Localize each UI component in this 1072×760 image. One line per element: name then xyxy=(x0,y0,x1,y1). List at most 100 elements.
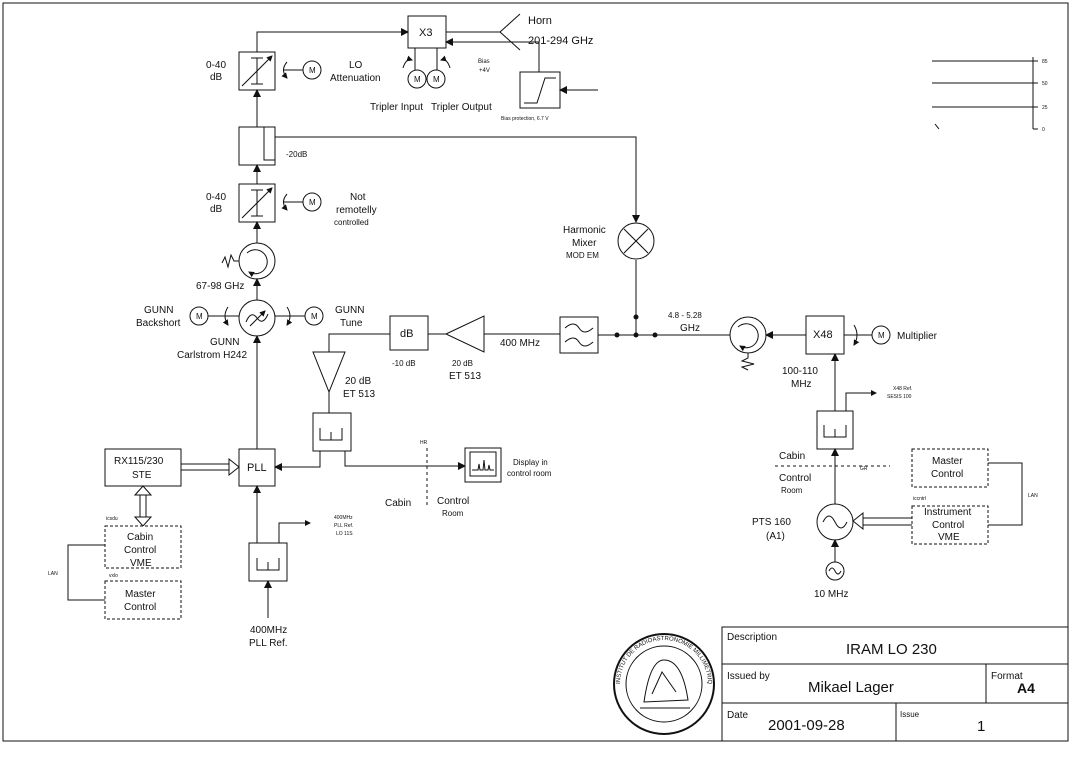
gunn-name-label-2: Carlstrom H242 xyxy=(177,350,247,361)
harmonic-mixer-label-2: Mixer xyxy=(572,238,597,249)
master-control-right-box[interactable] xyxy=(911,448,989,488)
mini-chart-tick: 50 xyxy=(1042,81,1048,87)
if-freq: 400 MHz xyxy=(500,338,540,349)
control-room-center-1: Control xyxy=(437,496,469,507)
multiplier-box xyxy=(805,315,845,355)
display-label-1: Display in xyxy=(513,458,548,467)
multiplier-label: Multiplier xyxy=(897,331,938,342)
cabin-vme-label-3: VME xyxy=(130,558,152,569)
motor-letter: M xyxy=(311,312,318,321)
motor-letter: M xyxy=(309,198,316,207)
motor-letter: M xyxy=(196,312,203,321)
synth-freq-2: MHz xyxy=(791,379,812,390)
display-label-2: control room xyxy=(507,469,552,478)
rx-ste-label-1: RX115/230 xyxy=(114,456,164,467)
master-right-label-2: Control xyxy=(931,469,963,480)
pll-ref-in-1: 400MHz xyxy=(250,625,287,636)
control-room-right-2: Room xyxy=(781,486,803,495)
lo-attenuator-2 xyxy=(238,183,276,223)
amplifier-2-icon xyxy=(444,315,485,353)
amp2-model: ET 513 xyxy=(449,371,481,382)
db-box xyxy=(389,315,429,351)
cabin-vme-box[interactable] xyxy=(104,525,182,569)
horn-freq: 201-294 GHz xyxy=(528,35,593,47)
gunn-name-label-1: GUNN xyxy=(210,337,239,348)
rx-to-vme-double-arrow xyxy=(133,485,153,527)
ref-freq-range-1: 4.8 - 5.28 xyxy=(668,311,702,320)
amp2-gain: 20 dB xyxy=(452,359,473,368)
gunn-backshort-label-1: GUNN xyxy=(144,305,173,316)
master-control-left-box[interactable] xyxy=(104,580,182,620)
ref-freq-range-2: GHz xyxy=(680,323,700,334)
coupler-box xyxy=(238,126,276,166)
instrument-vme-label-1: Instrument xyxy=(924,507,971,518)
amplifier-1-icon xyxy=(312,351,346,394)
pll-if-filter-box xyxy=(312,412,352,452)
pll-box[interactable] xyxy=(238,448,276,487)
amp1-gain: 20 dB xyxy=(345,376,371,387)
instrument-vme-box[interactable] xyxy=(911,505,989,545)
ten-mhz-label: 10 MHz xyxy=(814,589,848,600)
issued-by-label: Issued by xyxy=(727,671,770,682)
cabin-right-label: Cabin xyxy=(779,451,805,462)
multiplier-box-label: X48 xyxy=(813,329,833,341)
motor-icon xyxy=(302,60,322,80)
x48-ref-2: SESIS 100 xyxy=(887,394,912,400)
harmonic-mixer-label-1: Harmonic xyxy=(563,225,606,236)
cabin-vme-label-1: Cabin xyxy=(127,532,153,543)
tripler-box xyxy=(407,15,447,49)
drawing-frame xyxy=(2,2,1069,742)
pll-ref-out-1: 400MHz xyxy=(334,515,353,521)
control-room-right-1: Control xyxy=(779,473,811,484)
horn-icon xyxy=(446,13,521,51)
not-remote-label-2: remotelly xyxy=(336,205,377,216)
synth-freq-1: 100-110 xyxy=(782,366,818,377)
tripler-output-label: Tripler Output xyxy=(431,102,492,113)
tripler-input-motor-icon xyxy=(407,69,427,89)
gunn-backshort-label-2: Backshort xyxy=(136,318,181,329)
control-room-center-2: Room xyxy=(442,509,464,518)
mini-chart: 85 50 25 0 xyxy=(932,57,1048,133)
db-box-value: -10 dB xyxy=(392,359,416,368)
title-block xyxy=(721,626,1069,742)
description-value: IRAM LO 230 xyxy=(846,641,937,658)
format-label: Format xyxy=(991,671,1023,682)
lan-right-label: LAN xyxy=(1028,493,1038,499)
pts-label-2: (A1) xyxy=(766,531,785,542)
bias-label-2: +4V xyxy=(479,68,490,74)
instrument-vme-label-2: Control xyxy=(932,520,964,531)
motor-letter: M xyxy=(878,331,885,340)
mixer-model: MOD EM xyxy=(566,251,599,260)
instrument-to-pts-double-arrow xyxy=(852,511,912,531)
motor-letter: M xyxy=(309,66,316,75)
not-remote-label-1: Not xyxy=(350,192,366,203)
description-label: Description xyxy=(727,632,777,643)
attenuator-2-unit: dB xyxy=(210,204,223,215)
tripler-input-label: Tripler Input xyxy=(370,102,423,113)
hr-mark: HR xyxy=(420,440,428,446)
mini-chart-tick: 0 xyxy=(1042,127,1045,133)
tripler-output-motor-icon xyxy=(426,69,446,89)
rx-to-pll-double-arrow xyxy=(181,457,240,477)
bandpass-filter-box xyxy=(559,316,599,354)
master-right-label-1: Master xyxy=(932,456,963,467)
multiplier-motor-icon xyxy=(871,325,891,345)
lo-attenuation-label-2: Attenuation xyxy=(330,73,381,84)
horn-label: Horn xyxy=(528,15,552,27)
vxlo-label: vxlo xyxy=(109,573,118,579)
pll-ref-out-2: PLL Ref. xyxy=(334,523,353,529)
motor-letter: M xyxy=(414,75,421,84)
rx-ste-label-2: STE xyxy=(132,470,152,481)
lan-left-label: LAN xyxy=(48,571,58,577)
master-left-label-1: Master xyxy=(125,589,156,600)
mini-chart-tick: 85 xyxy=(1042,59,1048,65)
issue-label: Issue xyxy=(900,710,920,719)
cabin-vme-label-2: Control xyxy=(124,545,156,556)
rx-ste-box[interactable] xyxy=(104,448,182,487)
x48-ref-1: X48 Ref. xyxy=(893,386,912,392)
mini-chart-tick: 25 xyxy=(1042,105,1048,111)
pts-label-1: PTS 160 xyxy=(752,517,791,528)
bias-label-1: Bias xyxy=(478,59,490,65)
date-label: Date xyxy=(727,710,749,721)
